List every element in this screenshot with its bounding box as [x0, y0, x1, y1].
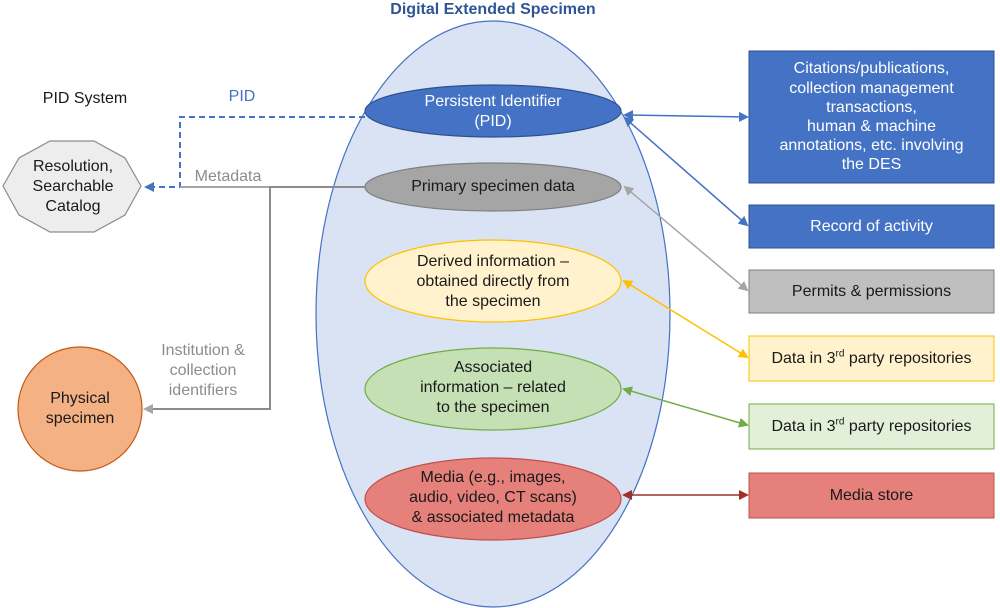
pid-node: Persistent Identifier (PID) — [370, 90, 616, 134]
identifiers-connector-label: Institution & collection identifiers — [144, 338, 262, 404]
citations-line-6: the DES — [841, 156, 902, 174]
physical-specimen-line-1: Physical — [50, 390, 110, 407]
citations-box: Citations/publications, collection manag… — [749, 51, 994, 183]
associated-node: Associated information – related to the … — [370, 356, 616, 420]
activity-box: Record of activity — [810, 217, 933, 235]
citations-box-shape — [748, 50, 995, 184]
derived-node-shape — [364, 239, 622, 323]
citations-line-4: human & machine — [807, 118, 936, 135]
third-party-1-box: Data in 3rd party repositories — [749, 336, 994, 381]
permits-box: Permits & permissions — [791, 282, 952, 300]
media-store-box-shape — [748, 472, 995, 519]
third-party-2-text: Data in 3rd party repositories — [771, 416, 972, 435]
citations-line-2: collection management — [789, 79, 954, 97]
associated-node-shape — [364, 347, 622, 431]
primary-permits-arrow — [623, 185, 749, 292]
pid-system-line-3: Catalog — [45, 198, 101, 215]
pid-node-line-1: Persistent Identifier — [424, 93, 562, 110]
activity-box-shape — [748, 204, 995, 249]
physical-specimen-node: Physical specimen — [22, 386, 138, 432]
third-party-2-box: Data in 3rd party repositories — [749, 404, 994, 449]
primary-node-line-1: Primary specimen data — [411, 178, 575, 195]
metadata-connector-label: Metadata — [194, 168, 262, 185]
physical-specimen-node-shape — [17, 346, 143, 472]
identifiers-line-3: identifiers — [168, 382, 238, 399]
associated-node-line-1: Associated — [453, 359, 533, 376]
derived-node: Derived information – obtained directly … — [370, 250, 616, 314]
derived-node-line-2: obtained directly from — [416, 273, 570, 290]
media-node: Media (e.g., images, audio, video, CT sc… — [370, 466, 616, 530]
third-party-1-text: Data in 3rd party repositories — [771, 348, 972, 367]
citations-line-1: Citations/publications, — [793, 60, 950, 78]
pid-connector — [144, 116, 365, 192]
media-store-box: Media store — [829, 486, 914, 504]
pid-connector-label: PID — [228, 88, 256, 105]
associated-node-line-2: information – related — [420, 379, 566, 396]
identifiers-connector — [143, 186, 365, 414]
media-node-line-3: & associated metadata — [411, 509, 575, 526]
identifiers-line-2: collection — [169, 362, 237, 379]
pid-citations-arrow — [623, 110, 749, 122]
media-node-shape — [364, 457, 622, 541]
associated-thirdparty-arrow — [622, 386, 749, 428]
derived-thirdparty-arrow — [622, 279, 749, 359]
media-node-line-2: audio, video, CT scans) — [409, 489, 577, 506]
pid-system-line-2: Searchable — [32, 178, 114, 195]
associated-node-line-3: to the specimen — [436, 399, 550, 416]
citations-line-5: annotations, etc. involving — [779, 137, 964, 155]
diagram-title: Digital Extended Specimen — [390, 1, 596, 18]
primary-node: Primary specimen data — [370, 176, 616, 198]
pid-system-node: Resolution, Searchable Catalog — [8, 150, 138, 224]
pid-node-line-2: (PID) — [474, 113, 512, 130]
pid-system-line-1: Resolution, — [32, 158, 114, 175]
identifiers-line-1: Institution & — [161, 342, 245, 359]
media-node-line-1: Media (e.g., images, — [420, 469, 566, 486]
pid-system-label: PID System — [42, 90, 128, 107]
physical-specimen-line-2: specimen — [45, 410, 115, 427]
derived-node-line-3: the specimen — [445, 293, 541, 310]
pid-node-shape — [364, 84, 622, 138]
pid-system-node-shape — [2, 140, 142, 233]
derived-node-line-1: Derived information – — [416, 253, 570, 270]
third-party-1-box-shape — [748, 335, 995, 382]
third-party-2-box-shape — [748, 403, 995, 450]
citations-line-3: transactions, — [826, 98, 917, 116]
permits-box-shape — [748, 269, 995, 314]
